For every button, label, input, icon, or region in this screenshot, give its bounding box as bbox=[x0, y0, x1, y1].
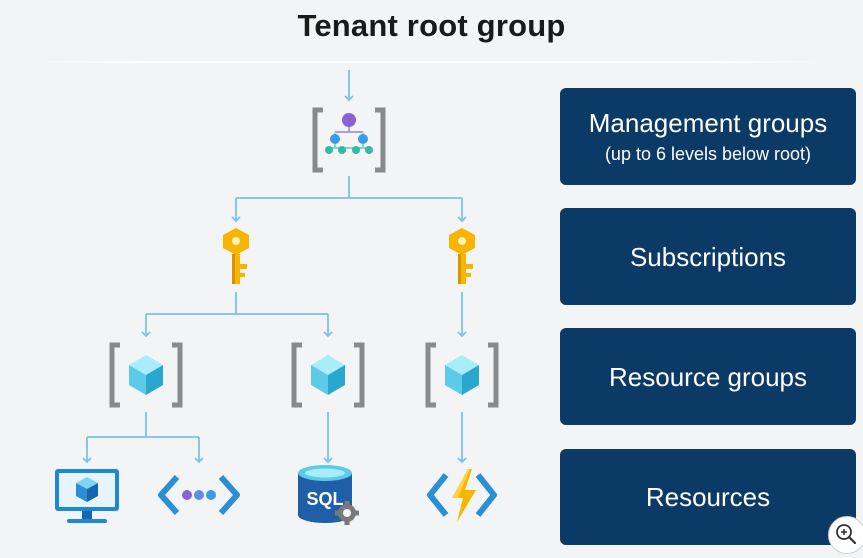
subscription-key-icon bbox=[223, 228, 249, 284]
connectors bbox=[82, 70, 467, 464]
title-divider bbox=[30, 61, 830, 63]
zoom-in-button[interactable] bbox=[828, 516, 863, 554]
resource-group-icon bbox=[294, 345, 362, 405]
resource-group-icon bbox=[112, 345, 180, 405]
level-box-subscriptions: Subscriptions bbox=[560, 208, 856, 305]
level-sublabel-management-groups: (up to 6 levels below root) bbox=[604, 143, 812, 164]
level-box-management-groups: Management groups (up to 6 levels below … bbox=[560, 88, 856, 185]
zoom-in-icon bbox=[836, 524, 857, 545]
function-app-icon bbox=[427, 469, 497, 522]
level-box-resource-groups: Resource groups bbox=[560, 328, 856, 425]
management-group-icon bbox=[315, 110, 383, 170]
sql-database-icon: SQL bbox=[298, 465, 359, 525]
resource-group-icon bbox=[428, 345, 496, 405]
sql-label: SQL bbox=[306, 489, 343, 509]
virtual-network-icon bbox=[158, 475, 240, 515]
level-label-subscriptions: Subscriptions bbox=[629, 241, 787, 272]
page-title: Tenant root group bbox=[297, 8, 566, 43]
level-box-resources: Resources bbox=[560, 449, 856, 545]
level-label-management-groups: Management groups bbox=[588, 107, 828, 138]
level-label-resource-groups: Resource groups bbox=[609, 361, 807, 392]
subscription-key-icon bbox=[449, 228, 475, 284]
virtual-machine-icon bbox=[55, 469, 119, 523]
level-label-resources: Resources bbox=[645, 482, 771, 512]
